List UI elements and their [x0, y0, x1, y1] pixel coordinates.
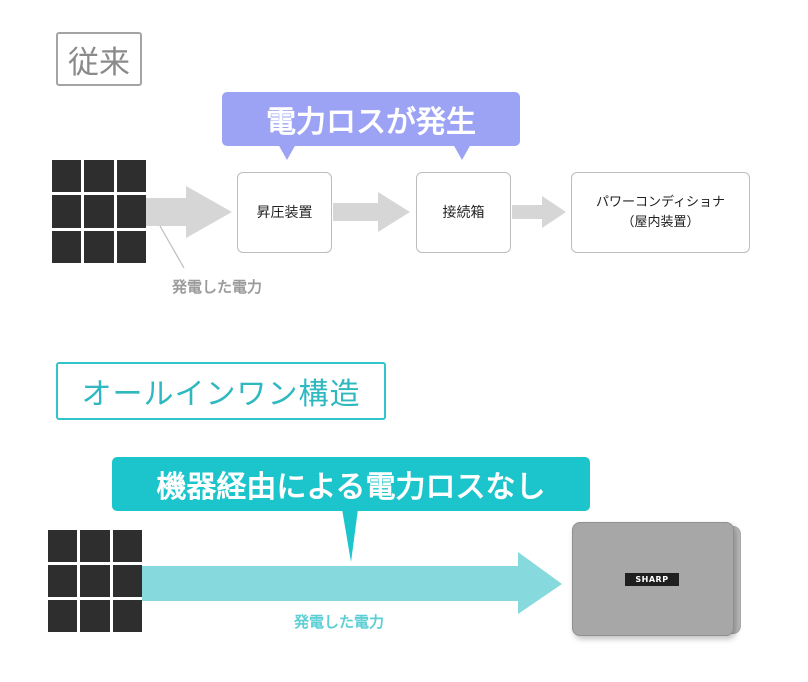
panel-cell — [112, 565, 142, 597]
power-conditioner-sublabel: （屋内装置） — [621, 214, 700, 230]
panel-cell — [84, 230, 114, 263]
flow-arrow-booster-to-junction — [333, 192, 410, 232]
panel-cell — [116, 195, 146, 228]
callout-pointer-right — [453, 144, 471, 160]
section-label-conventional: 従来 — [56, 32, 142, 86]
panel-cell — [52, 160, 82, 193]
section-label-all-in-one-text: オールインワン構造 — [81, 377, 361, 412]
power-conditioner-box: パワーコンディショナ （屋内装置） — [571, 172, 750, 253]
flow-label-conventional: 発電した電力 — [172, 278, 263, 296]
callout-pointer-noloss — [342, 509, 358, 562]
section-label-all-in-one: オールインワン構造 — [56, 362, 386, 420]
solar-panel-icon — [52, 160, 146, 263]
panel-cell — [112, 530, 142, 562]
solar-panel-icon-all-in-one — [48, 530, 142, 632]
panel-cell — [80, 565, 110, 597]
panel-cell — [80, 600, 110, 632]
callout-no-power-loss: 機器経由による電力ロスなし — [112, 457, 590, 511]
flow-arrow-junction-to-pcs — [512, 196, 566, 228]
booster-box-label: 昇圧装置 — [256, 204, 313, 221]
callout-pointer-left — [278, 144, 296, 160]
flow-label-all-in-one: 発電した電力 — [294, 613, 385, 631]
callout-no-power-loss-text: 機器経由による電力ロスなし — [156, 470, 546, 505]
junction-box-label: 接続箱 — [442, 204, 485, 221]
device-brand-badge: SHARP — [625, 573, 679, 586]
callout-power-loss: 電力ロスが発生 — [222, 92, 520, 146]
power-conditioner-label: パワーコンディショナ — [595, 194, 726, 210]
panel-cell — [112, 600, 142, 632]
panel-cell — [52, 230, 82, 263]
flow-arrow-panel-to-device — [142, 552, 562, 614]
panel-cell — [52, 195, 82, 228]
panel-cell — [48, 530, 78, 562]
panel-cell — [84, 160, 114, 193]
flow-arrow-panel-to-booster — [146, 186, 232, 238]
junction-box: 接続箱 — [416, 172, 511, 253]
panel-cell — [48, 600, 78, 632]
section-label-conventional-text: 従来 — [68, 44, 130, 81]
panel-cell — [48, 565, 78, 597]
panel-cell — [116, 160, 146, 193]
booster-box: 昇圧装置 — [237, 172, 332, 253]
callout-power-loss-text: 電力ロスが発生 — [266, 105, 476, 140]
panel-cell — [80, 530, 110, 562]
flow-label-leader — [159, 225, 185, 269]
panel-cell — [116, 230, 146, 263]
panel-cell — [84, 195, 114, 228]
